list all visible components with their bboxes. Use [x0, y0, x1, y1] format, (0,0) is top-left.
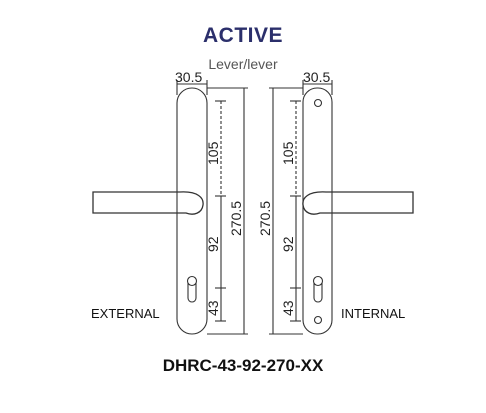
internal-width-dim: 30.5 [303, 69, 330, 85]
external-dim-lower: 43 [205, 300, 221, 316]
internal-dim-total: 270.5 [257, 201, 273, 236]
internal-dim-mid: 92 [280, 236, 296, 252]
internal-label: INTERNAL [341, 306, 405, 321]
internal-top-screw [313, 98, 323, 108]
external-label: EXTERNAL [91, 306, 160, 321]
external-dim-mid: 92 [205, 236, 221, 252]
internal-backplate [302, 87, 333, 335]
external-dim-total: 270.5 [228, 201, 244, 236]
diagram-subtitle: Lever/lever [208, 56, 278, 72]
internal-bottom-screw [313, 315, 323, 325]
internal-handle [269, 80, 414, 335]
external-dim-upper: 105 [205, 141, 221, 165]
external-lever [92, 191, 204, 215]
diagram-title: ACTIVE [202, 24, 283, 47]
external-width-dim: 30.5 [175, 69, 202, 85]
external-backplate [176, 87, 208, 335]
internal-dim-upper: 105 [280, 141, 296, 165]
external-handle [92, 80, 248, 335]
internal-lever [302, 191, 414, 215]
internal-dim-lower: 43 [280, 300, 296, 316]
external-keyhole [186, 275, 198, 303]
internal-keyhole [312, 275, 324, 303]
product-code: DHRC-43-92-270-XX [162, 356, 324, 375]
